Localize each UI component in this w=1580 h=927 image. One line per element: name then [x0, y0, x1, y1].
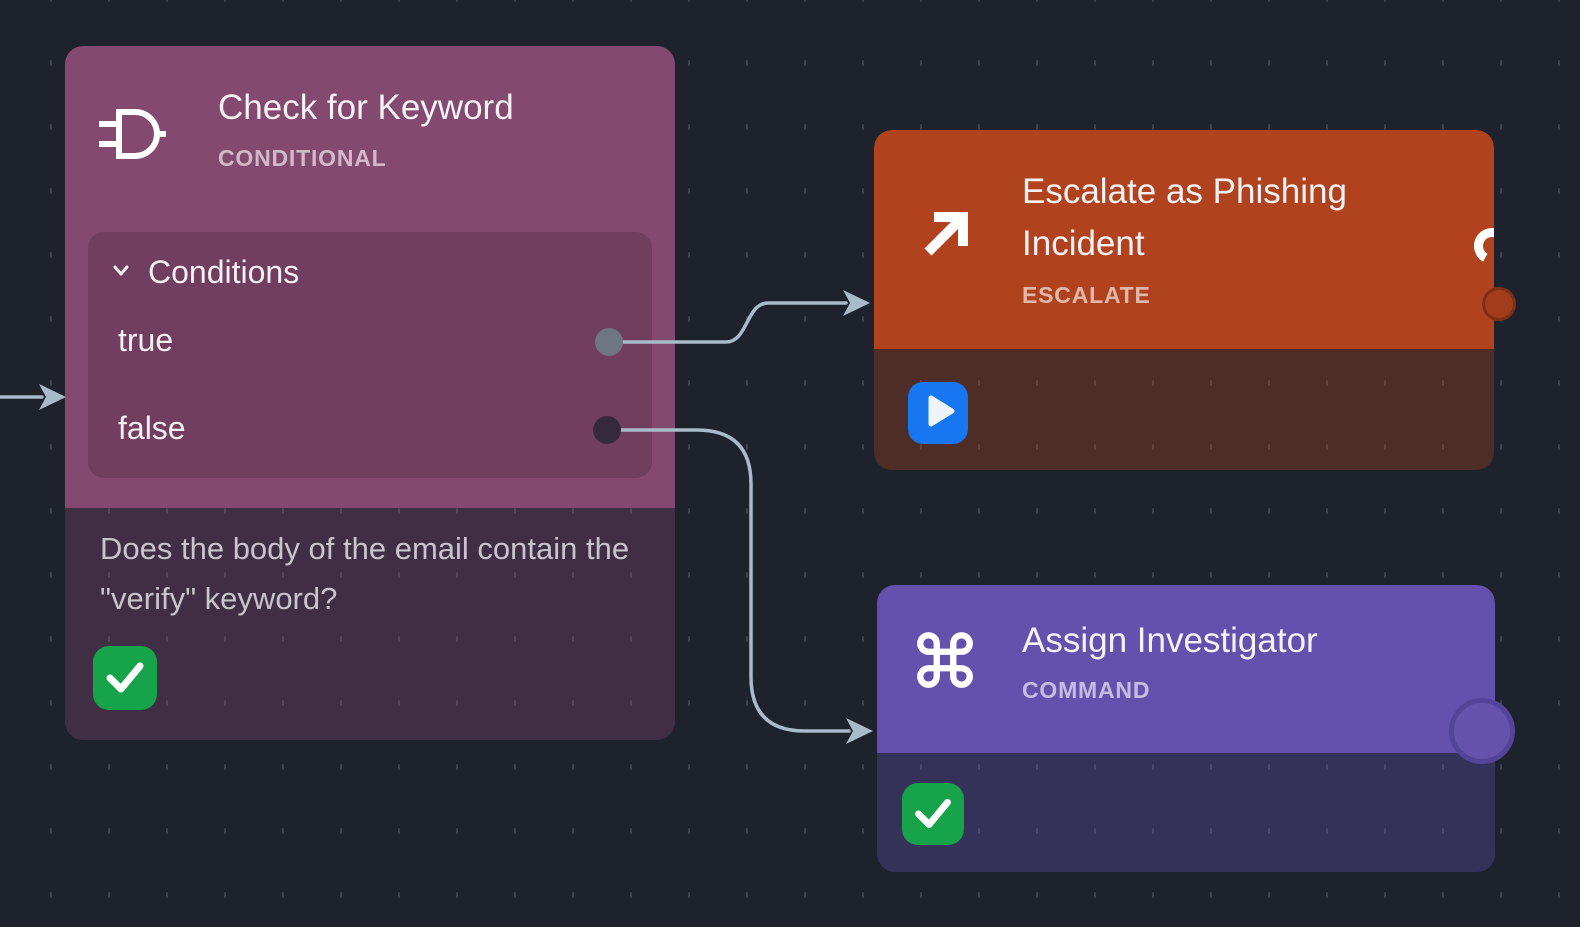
node-body — [877, 753, 1495, 872]
output-port-false[interactable] — [593, 416, 621, 444]
command-icon — [912, 627, 978, 698]
status-badge-success — [93, 646, 157, 710]
conditions-toggle[interactable]: Conditions — [108, 254, 299, 291]
status-badge-running — [908, 382, 968, 444]
node-type-label: CONDITIONAL — [218, 145, 387, 171]
node-type-label: COMMAND — [1022, 677, 1151, 703]
node-description: Does the body of the email contain the "… — [100, 531, 630, 616]
logic-gate-icon — [95, 104, 167, 169]
output-port-true[interactable] — [595, 328, 623, 356]
loader-icon — [1468, 222, 1494, 275]
conditions-label: Conditions — [148, 254, 300, 290]
node-type-label: ESCALATE — [1022, 282, 1151, 308]
node-title: Check for Keyword — [218, 88, 514, 127]
check-icon — [903, 782, 963, 847]
node-header — [874, 130, 1494, 349]
play-icon — [908, 380, 968, 447]
node-body — [65, 508, 675, 740]
check-icon — [94, 645, 156, 712]
node-assign-investigator[interactable]: Assign Investigator COMMAND — [877, 585, 1495, 872]
conditions-panel: Conditions true false — [88, 232, 652, 478]
output-label-true: true — [118, 322, 174, 358]
output-port-command[interactable] — [1449, 698, 1515, 764]
output-port-escalate[interactable] — [1482, 287, 1516, 321]
node-header — [65, 46, 675, 508]
node-escalate-phishing[interactable]: Escalate as Phishing Incident ESCALATE — [874, 130, 1494, 470]
node-check-for-keyword[interactable]: Check for Keyword CONDITIONAL Conditions… — [65, 46, 675, 740]
status-badge-success — [902, 783, 964, 845]
node-header — [877, 585, 1495, 753]
node-body — [874, 349, 1494, 470]
chevron-down-icon — [108, 254, 134, 291]
output-label-false: false — [118, 410, 186, 446]
node-title: Escalate as Phishing Incident — [1022, 172, 1347, 263]
arrow-up-right-icon — [914, 206, 974, 271]
node-title: Assign Investigator — [1022, 621, 1318, 660]
